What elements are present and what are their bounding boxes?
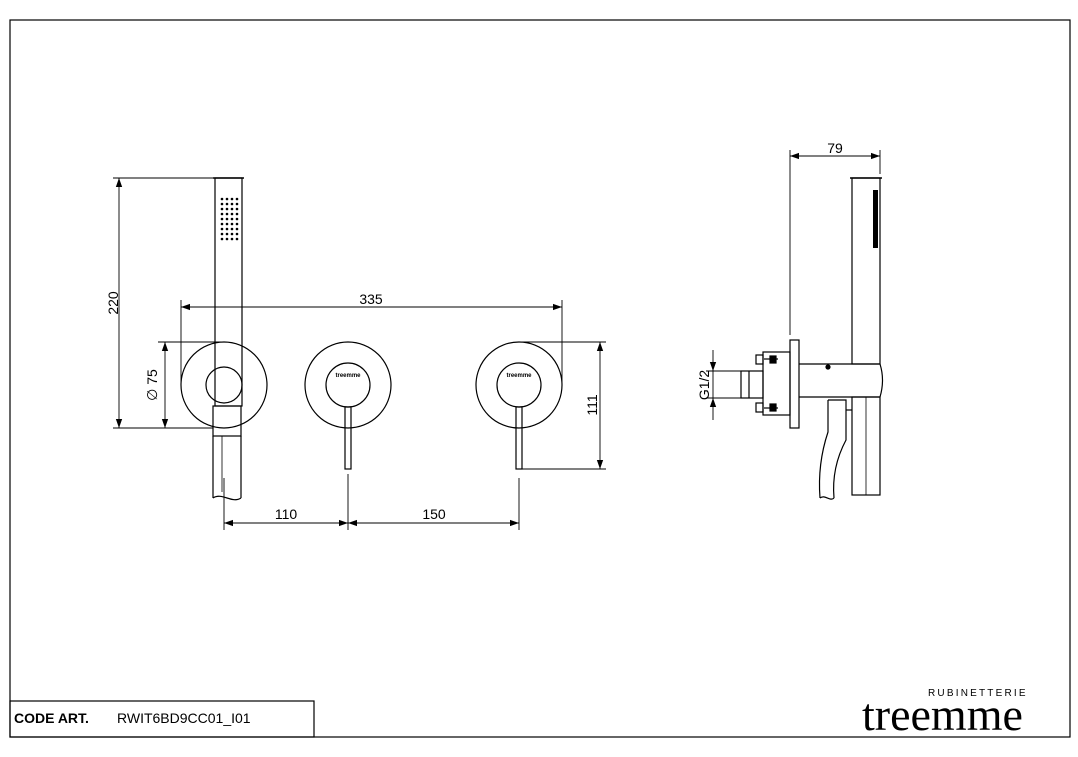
front-view-dimensions: [113, 177, 606, 530]
dim-label-diameter-75: ∅ 75: [144, 369, 160, 401]
mixer-right-lever: [515, 406, 523, 470]
brand-logo: RUBINETTERIE treemme: [862, 688, 1028, 740]
code-value: RWIT6BD9CC01_I01: [117, 710, 251, 726]
side-view-dimension-labels: 79 G1/2: [696, 140, 843, 400]
mixer-middle-rosette: [304, 341, 392, 429]
code-label: CODE ART.: [14, 710, 89, 726]
front-view-dimension-labels: 220 ∅ 75 335 111 110 150: [105, 291, 600, 522]
hand-shower: [180, 177, 268, 501]
dim-label-110: 110: [275, 506, 298, 522]
dim-label-79: 79: [827, 140, 843, 156]
dim-label-220: 220: [105, 291, 121, 315]
dim-label-335: 335: [359, 291, 383, 307]
mounting-bolts: [755, 354, 778, 413]
wall-plate: [789, 339, 800, 429]
mixer-right: treemme: [475, 341, 563, 470]
holder-rosette: [180, 341, 268, 429]
brand-subtitle: RUBINETTERIE: [928, 688, 1028, 699]
mixer-middle-cap: [325, 362, 371, 408]
shower-nozzles: [220, 197, 239, 241]
side-hose: [818, 399, 847, 499]
mixer-middle-lever: [344, 406, 352, 470]
mixer-middle-logo: treemme: [335, 373, 361, 379]
dim-label-150: 150: [422, 506, 446, 522]
side-view: [740, 177, 884, 500]
dim-label-thread: G1/2: [696, 370, 712, 401]
code-box: [9, 700, 315, 738]
mixer-right-logo: treemme: [506, 373, 532, 379]
mixer-right-rosette: [475, 341, 563, 429]
side-view-dimensions: [706, 150, 881, 420]
holder-knob: [205, 366, 243, 404]
brand-name: treemme: [862, 689, 1023, 740]
mixer-right-cap: [496, 362, 542, 408]
front-view: treemme treemme: [180, 177, 563, 501]
mixer-middle: treemme: [304, 341, 392, 470]
sheet-border: [9, 19, 1071, 738]
dim-label-111: 111: [584, 394, 600, 415]
title-block: CODE ART. RWIT6BD9CC01_I01: [9, 700, 315, 738]
